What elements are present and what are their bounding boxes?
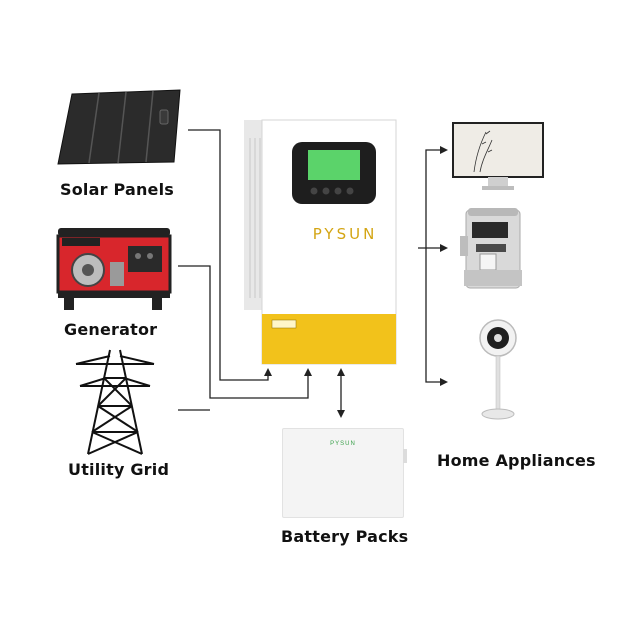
generator-to-inverter-line [178, 265, 312, 399]
home-appliances-label: Home Appliances [437, 451, 596, 470]
battery-pack: PYSUN [282, 428, 407, 518]
inverter-to-appliances-line [418, 146, 448, 249]
solar-to-inverter-line [188, 129, 272, 381]
generator-label: Generator [64, 320, 158, 339]
utility-tower-icon [75, 349, 155, 455]
battery-brand: PYSUN [330, 441, 356, 447]
battery-packs-label: Battery Packs [281, 527, 409, 546]
utility-grid-label: Utility Grid [68, 460, 170, 479]
solar-panels-label: Solar Panels [60, 180, 175, 199]
monitor-icon [452, 122, 544, 190]
coffee-machine-icon [460, 208, 522, 289]
inverter-to-fan-line [425, 248, 448, 386]
generator-icon [56, 228, 172, 310]
solar-panel-icon [57, 89, 181, 165]
fan-icon [479, 319, 517, 420]
inverter-unit: PYSUN [244, 118, 400, 366]
inverter-brand: PYSUN [312, 225, 378, 243]
